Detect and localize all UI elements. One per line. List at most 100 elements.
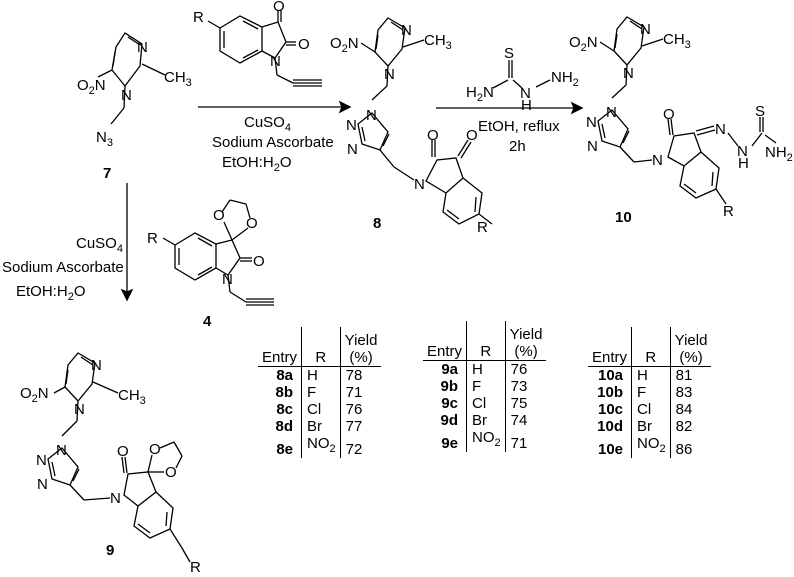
compound-8-structure: N N CH3 O2N N N N O O N R 8 bbox=[330, 17, 493, 236]
arrow-8-to-10: EtOH, reflux 2h bbox=[436, 101, 584, 155]
atom-n: N bbox=[121, 87, 132, 104]
atom-s: S bbox=[504, 45, 514, 62]
atom-h2n: H2N bbox=[466, 84, 494, 104]
condition-reflux: EtOH, reflux bbox=[478, 118, 560, 135]
atom-r: R bbox=[723, 203, 734, 220]
atom-n: N bbox=[110, 490, 121, 507]
atom-n: N bbox=[652, 152, 663, 169]
atom-o2n: O2N bbox=[20, 385, 49, 405]
atom-o: O bbox=[253, 253, 265, 270]
atom-n: N bbox=[137, 39, 148, 56]
atom-n: N bbox=[606, 104, 617, 121]
atom-ch3: CH3 bbox=[424, 32, 452, 52]
condition-cuso4: CuSO4 bbox=[244, 114, 291, 134]
compound-label-4: 4 bbox=[203, 313, 212, 330]
condition-ascorbate: Sodium Ascorbate bbox=[212, 134, 334, 151]
atom-n: N bbox=[715, 121, 726, 138]
atom-r: R bbox=[193, 9, 204, 26]
atom-n: N bbox=[520, 85, 531, 102]
condition-solvent: EtOH:H2O bbox=[16, 283, 85, 303]
atom-n: N bbox=[401, 22, 412, 39]
atom-n: N bbox=[222, 271, 233, 288]
atom-n: N bbox=[347, 141, 358, 158]
table-header-yield: Yield(%) bbox=[504, 321, 547, 361]
atom-o: O bbox=[427, 127, 439, 144]
atom-r: R bbox=[147, 230, 158, 247]
atom-o: O bbox=[273, 0, 285, 15]
atom-ch3: CH3 bbox=[118, 387, 146, 407]
atom-n: N bbox=[586, 114, 597, 131]
atom-n3: N3 bbox=[96, 129, 113, 149]
table-header-entry: Entry bbox=[258, 327, 302, 367]
atom-h: H bbox=[738, 155, 749, 172]
arrow-7-to-8: CuSO4 Sodium Ascorbate EtOH:H2O bbox=[198, 100, 352, 174]
reagent-thiosemicarbazide: S H2N N H NH2 bbox=[466, 45, 579, 114]
compound-label-9: 9 bbox=[106, 542, 114, 559]
atom-n: N bbox=[56, 442, 67, 459]
atom-n: N bbox=[587, 138, 598, 155]
atom-r: R bbox=[190, 559, 201, 576]
atom-n: N bbox=[366, 107, 377, 124]
atom-nh2: NH2 bbox=[765, 144, 793, 164]
reagent-isatin-alkyne: R O O N bbox=[193, 0, 322, 87]
table-header-r: R bbox=[301, 327, 341, 367]
atom-n: N bbox=[623, 65, 634, 82]
atom-ch3: CH3 bbox=[663, 31, 691, 51]
atom-o2n: O2N bbox=[569, 34, 598, 54]
compound-7-structure: N N CH3 O2N N3 7 bbox=[77, 32, 192, 182]
atom-n: N bbox=[91, 357, 102, 374]
table-header-r: R bbox=[466, 321, 506, 361]
condition-ascorbate: Sodium Ascorbate bbox=[2, 259, 124, 276]
atom-n: N bbox=[737, 143, 748, 160]
table-header-yield: Yield(%) bbox=[339, 327, 382, 367]
compound-10-structure: N N CH3 O2N N N N O N N H S NH2 N R bbox=[569, 16, 793, 226]
atom-n: N bbox=[384, 66, 395, 83]
compound-label-8: 8 bbox=[373, 215, 381, 232]
compound-4-structure: R O O O N 4 bbox=[147, 199, 274, 330]
atom-h: H bbox=[521, 97, 532, 114]
condition-time: 2h bbox=[509, 138, 526, 155]
atom-nh2: NH2 bbox=[551, 69, 579, 89]
atom-o: O bbox=[298, 36, 310, 53]
table-header-r: R bbox=[631, 327, 671, 367]
atom-o: O bbox=[246, 215, 258, 232]
atom-s: S bbox=[755, 103, 765, 120]
atom-n: N bbox=[640, 21, 651, 38]
atom-n: N bbox=[346, 117, 357, 134]
compound-label-10: 10 bbox=[615, 209, 632, 226]
table-header-yield: Yield(%) bbox=[669, 327, 712, 367]
condition-solvent: EtOH:H2O bbox=[222, 154, 291, 174]
atom-o: O bbox=[466, 127, 478, 144]
compound-9-structure: N N CH3 O2N N N N O O O N R 9 bbox=[20, 352, 201, 576]
arrow-7-to-9: CuSO4 Sodium Ascorbate EtOH:H2O bbox=[2, 183, 134, 303]
atom-n: N bbox=[270, 53, 281, 70]
atom-o2n: O2N bbox=[77, 77, 106, 97]
atom-o2n: O2N bbox=[330, 35, 359, 55]
atom-r: R bbox=[477, 219, 488, 236]
atom-o: O bbox=[663, 106, 675, 123]
atom-n: N bbox=[37, 476, 48, 493]
atom-n: N bbox=[74, 401, 85, 418]
atom-o: O bbox=[149, 441, 161, 458]
atom-ch3: CH3 bbox=[164, 69, 192, 89]
table-header-entry: Entry bbox=[588, 327, 632, 367]
condition-cuso4: CuSO4 bbox=[76, 235, 123, 255]
